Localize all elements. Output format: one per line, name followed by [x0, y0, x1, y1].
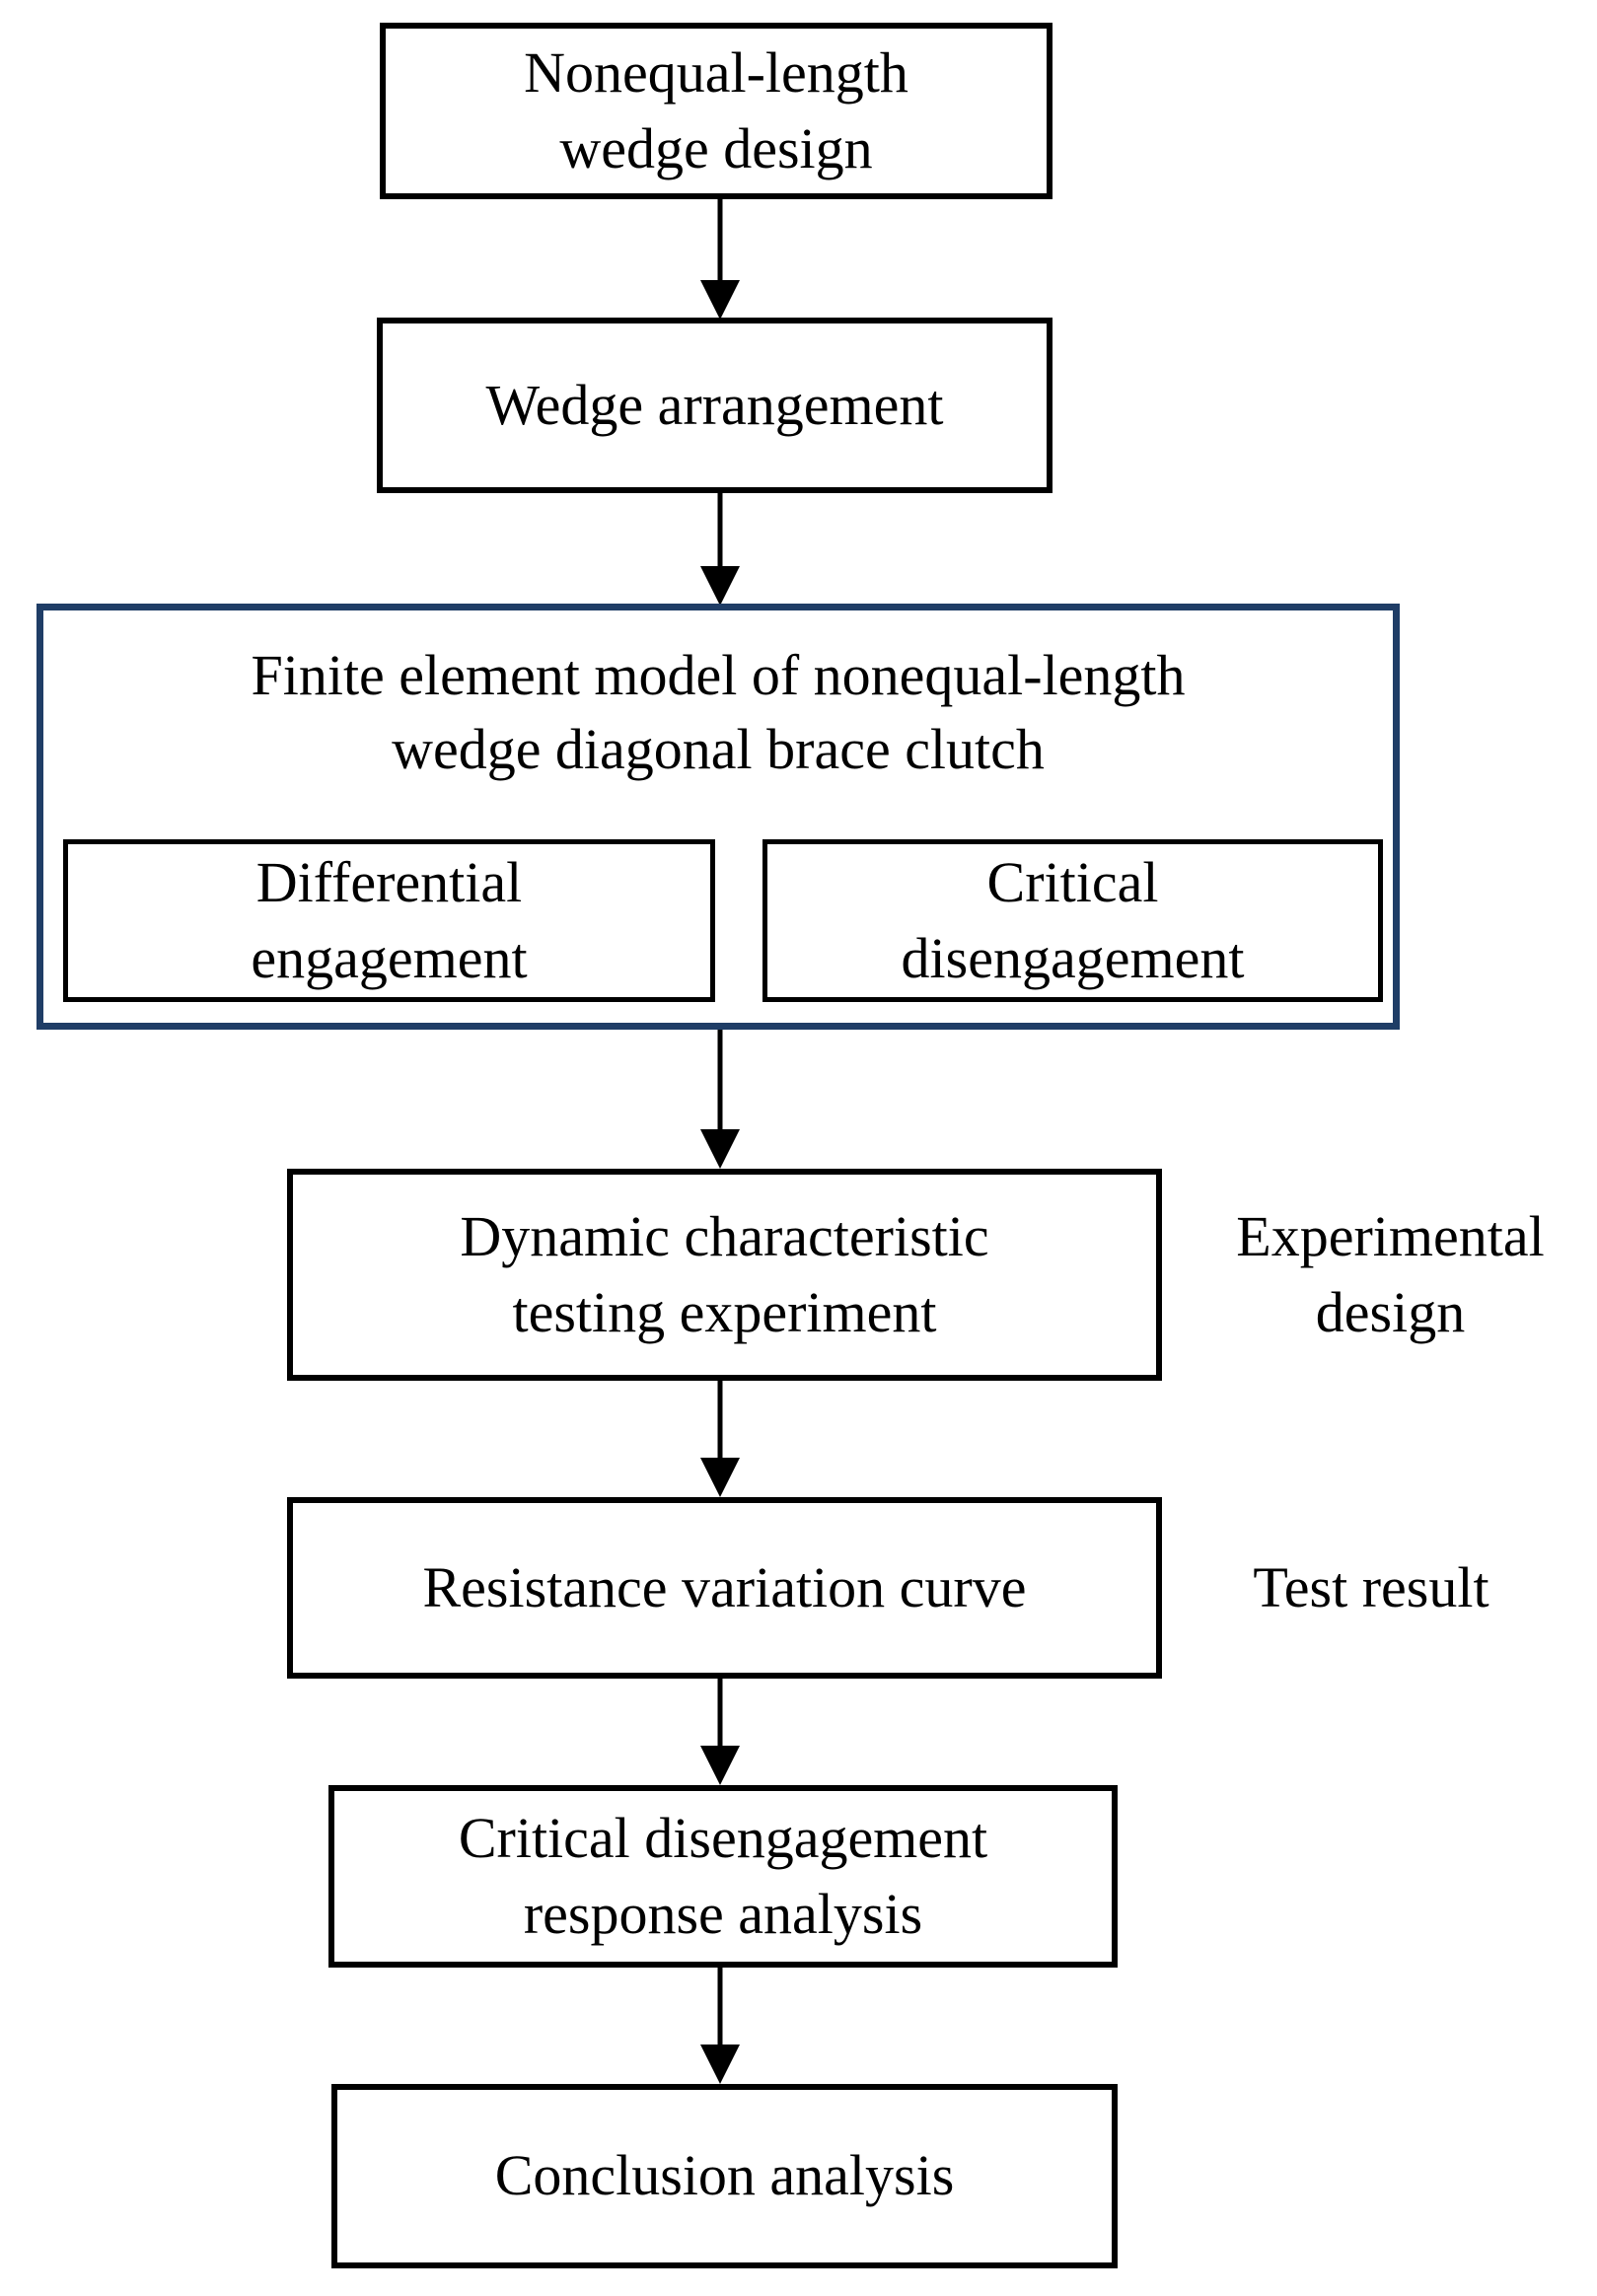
arrow-shaft: [717, 1030, 723, 1133]
node-resistance-variation-curve: Resistance variation curve: [287, 1497, 1162, 1679]
node-text-line: Critical disengagement: [458, 1805, 988, 1870]
node-text-line: Conclusion analysis: [494, 2143, 955, 2208]
container-title-line: Finite element model of nonequal-length: [251, 643, 1186, 707]
node-text-line: Resistance variation curve: [422, 1554, 1027, 1619]
node-text-line: response analysis: [523, 1881, 923, 1946]
arrow-shaft: [717, 1968, 723, 2048]
arrow-head-icon: [700, 1746, 740, 1785]
arrow-head-icon: [700, 1458, 740, 1497]
container-title-line: wedge diagonal brace clutch: [392, 717, 1045, 782]
node-text-line: testing experiment: [512, 1279, 937, 1344]
node-critical-disengagement-response: Critical disengagement response analysis: [328, 1785, 1118, 1968]
node-conclusion-analysis: Conclusion analysis: [331, 2084, 1118, 2268]
arrow-shaft: [717, 493, 723, 570]
label-text-line: Experimental: [1236, 1203, 1545, 1268]
node-text-line: Wedge arrangement: [485, 372, 944, 437]
arrow-head-icon: [700, 566, 740, 606]
node-nonequal-length-wedge-design: Nonequal-length wedge design: [380, 23, 1053, 199]
arrow-head-icon: [700, 280, 740, 320]
label-test-result: Test result: [1194, 1529, 1549, 1647]
node-critical-disengagement: Critical disengagement: [762, 839, 1383, 1002]
arrow-head-icon: [700, 2045, 740, 2084]
node-text-line: Dynamic characteristic: [460, 1203, 989, 1268]
arrow-shaft: [717, 199, 723, 284]
node-wedge-arrangement: Wedge arrangement: [377, 318, 1053, 493]
node-text-line: engagement: [251, 925, 528, 990]
container-title: Finite element model of nonequal-length …: [43, 638, 1393, 787]
flow-arrow-5: [698, 1679, 742, 1785]
arrow-shaft: [717, 1381, 723, 1462]
node-differential-engagement: Differential engagement: [63, 839, 715, 1002]
container-finite-element-model: Finite element model of nonequal-length …: [36, 604, 1400, 1030]
label-experimental-design: Experimental design: [1184, 1188, 1597, 1361]
node-text-line: disengagement: [901, 925, 1245, 990]
flow-arrow-1: [698, 199, 742, 320]
arrow-shaft: [717, 1679, 723, 1750]
arrow-head-icon: [700, 1129, 740, 1169]
node-text-line: Critical: [986, 849, 1159, 914]
flow-arrow-6: [698, 1968, 742, 2084]
label-text-line: Test result: [1253, 1554, 1489, 1619]
node-text-line: Nonequal-length: [524, 39, 908, 105]
node-text-line: Differential: [255, 849, 523, 914]
node-dynamic-characteristic-testing: Dynamic characteristic testing experimen…: [287, 1169, 1162, 1381]
node-text-line: wedge design: [559, 115, 873, 180]
label-text-line: design: [1315, 1279, 1466, 1344]
flow-arrow-2: [698, 493, 742, 606]
flow-arrow-3: [698, 1030, 742, 1169]
flow-arrow-4: [698, 1381, 742, 1497]
